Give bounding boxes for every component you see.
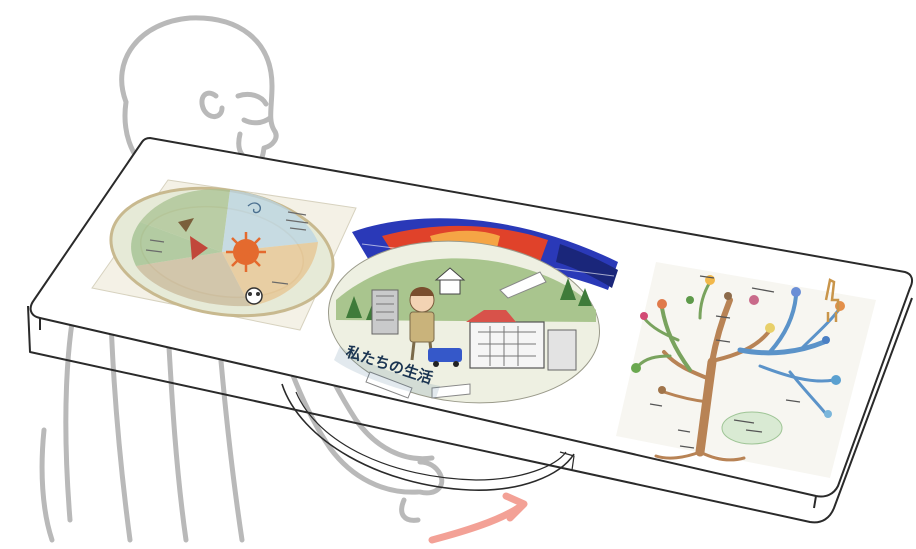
curved-arrow-icon — [432, 496, 524, 540]
sun-icon — [226, 232, 266, 272]
panda-icon — [246, 288, 262, 304]
